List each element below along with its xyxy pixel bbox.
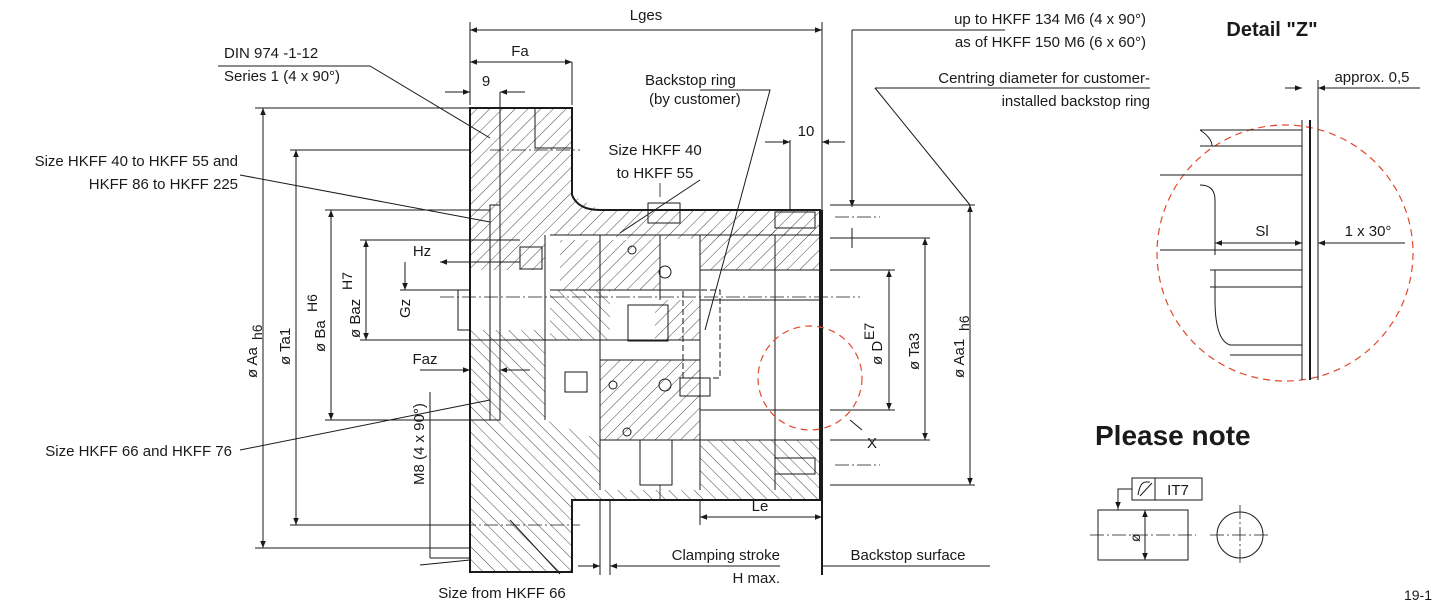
label-din: DIN 974 -1-12 <box>224 45 318 62</box>
dimension-lines <box>255 22 1150 575</box>
label-d: ø D <box>869 341 886 365</box>
label-9: 9 <box>482 73 490 90</box>
label-m8: M8 (4 x 90°) <box>411 403 428 485</box>
detail-title: Detail "Z" <box>1226 19 1317 41</box>
label-centring1: Centring diameter for customer- <box>938 70 1150 87</box>
note-diameter: ø <box>1127 533 1143 542</box>
label-ta3: ø Ta3 <box>906 333 923 370</box>
label-centring2: installed backstop ring <box>1002 93 1150 110</box>
label-hmax: H max. <box>732 570 780 587</box>
label-d-sup: E7 <box>861 323 877 340</box>
leader-lines <box>218 65 863 575</box>
label-by-customer: (by customer) <box>649 91 741 108</box>
label-aa-sub: h6 <box>249 324 265 340</box>
label-aa1: ø Aa1 <box>951 339 968 378</box>
label-hz: Hz <box>413 243 431 260</box>
label-size-40-55-86: Size HKFF 40 to HKFF 55 and <box>35 153 238 170</box>
label-aa: ø Aa <box>244 346 261 378</box>
please-note: Please note IT7 ø <box>1090 420 1270 565</box>
label-size-66-76: Size HKFF 66 and HKFF 76 <box>45 443 232 460</box>
label-gz: Gz <box>397 299 414 318</box>
label-x: X <box>867 435 877 452</box>
label-size-86-225: HKFF 86 to HKFF 225 <box>89 176 238 193</box>
detail-sl: Sl <box>1255 223 1268 240</box>
label-backstop-surface: Backstop surface <box>850 547 965 564</box>
drawing-labels: Lges Fa 9 DIN 974 -1-12 Series 1 (4 x 90… <box>35 7 1150 602</box>
label-size-from-66: Size from HKFF 66 <box>438 585 566 602</box>
label-series: Series 1 (4 x 90°) <box>224 68 340 85</box>
label-backstop-ring: Backstop ring <box>645 72 736 89</box>
note-title: Please note <box>1095 420 1251 451</box>
label-asof: as of HKFF 150 M6 (6 x 60°) <box>955 34 1146 51</box>
label-lges: Lges <box>630 7 663 24</box>
detail-approx: approx. 0,5 <box>1334 69 1409 86</box>
label-le: Le <box>752 498 769 515</box>
label-ba-sup: H6 <box>304 294 320 312</box>
label-aa1-sub: h6 <box>956 315 972 331</box>
label-size-40-line1: Size HKFF 40 <box>608 142 701 159</box>
label-10: 10 <box>798 123 815 140</box>
label-baz-sup: H7 <box>339 272 355 290</box>
page-number: 19-1 <box>1404 587 1432 603</box>
label-baz: ø Baz <box>347 299 364 338</box>
label-faz: Faz <box>412 351 437 368</box>
note-tolerance: IT7 <box>1167 482 1189 499</box>
label-clamping: Clamping stroke <box>672 547 780 564</box>
label-size-40-line2: to HKFF 55 <box>617 165 694 182</box>
label-fa: Fa <box>511 43 529 60</box>
label-ba: ø Ba <box>312 320 329 352</box>
label-ta1: ø Ta1 <box>277 328 294 365</box>
detail-z: Detail "Z" approx. 0,5 Sl 1 x 30° <box>1156 19 1420 382</box>
label-upto: up to HKFF 134 M6 (4 x 90°) <box>954 11 1146 28</box>
detail-chamfer: 1 x 30° <box>1345 223 1392 240</box>
